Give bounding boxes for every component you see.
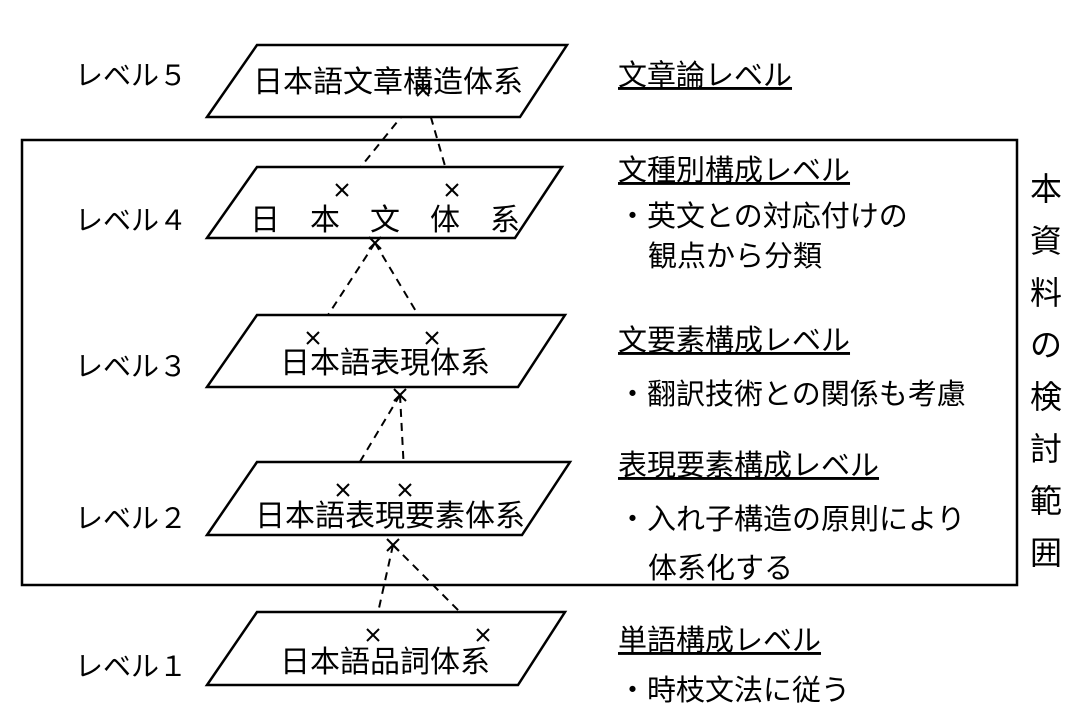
- level-5-heading: 文章論レベル: [618, 58, 792, 92]
- junction-x-mark: [425, 331, 439, 345]
- level-4-system: 日 本 文 体 系: [250, 203, 520, 238]
- level-3-heading: 文要素構成レベル: [618, 323, 850, 357]
- junction-x-mark: [306, 331, 320, 345]
- level-3-system: 日本語表現体系: [280, 346, 490, 381]
- junction-x-mark: [335, 183, 349, 197]
- level-5-system: 日本語文章構造体系: [253, 65, 523, 100]
- level-1-note-1: ・時枝文法に従う: [618, 673, 850, 707]
- connector-4-3b: [374, 242, 433, 339]
- scope-char: 検: [1030, 378, 1062, 416]
- level-2-note-2: 体系化する: [648, 551, 793, 585]
- level-2-system: 日本語表現要素体系: [255, 499, 525, 534]
- scope-char: の: [1030, 326, 1062, 364]
- connector-3-2b: [399, 394, 406, 491]
- level-5-label: レベル５: [75, 59, 187, 92]
- junction-x-mark: [416, 83, 430, 97]
- level-4-label: レベル４: [75, 204, 187, 237]
- level-1-heading: 単語構成レベル: [618, 623, 821, 657]
- scope-char: 討: [1030, 430, 1062, 468]
- level-5-shape: [204, 43, 570, 119]
- scope-label: 本 資 料 の 検 討 範 囲: [1030, 170, 1062, 572]
- scope-box: [20, 138, 1019, 587]
- junction-x-mark: [445, 183, 459, 197]
- level-1-label: レベル１: [75, 650, 187, 683]
- scope-char: 本: [1030, 170, 1062, 208]
- junction-x-mark: [476, 628, 490, 642]
- junction-x-mark: [398, 483, 412, 497]
- level-4-note-1: ・英文との対応付けの: [618, 199, 908, 233]
- scope-char: 資: [1030, 222, 1062, 260]
- level-3-label: レベル３: [75, 350, 187, 383]
- level-3-note-1: ・翻訳技術との関係も考慮: [618, 377, 966, 411]
- level-4-heading: 文種別構成レベル: [618, 153, 850, 187]
- level-2-shape: [204, 460, 573, 537]
- level-1-shape: [204, 610, 568, 687]
- level-1-system: 日本語品詞体系: [280, 645, 490, 680]
- junction-x-mark: [336, 483, 350, 497]
- scope-char: 範: [1030, 482, 1062, 520]
- level-2-note-1: ・入れ子構造の原則により: [618, 502, 965, 536]
- connector-2-1b: [392, 544, 484, 636]
- level-4-note-2: 観点から分類: [648, 239, 822, 273]
- connector-3-2a: [342, 394, 401, 491]
- junction-x-mark: [366, 628, 380, 642]
- junction-x-mark: [386, 538, 400, 552]
- level-2-heading: 表現要素構成レベル: [618, 448, 879, 482]
- connector-4-3a: [312, 242, 376, 339]
- level-2-label: レベル２: [75, 502, 187, 535]
- junction-x-mark: [368, 236, 382, 250]
- scope-char: 囲: [1030, 534, 1062, 572]
- junction-marks: [306, 83, 490, 642]
- level-3-shape: [204, 313, 568, 389]
- junction-x-mark: [393, 388, 407, 402]
- level-4-shape: [204, 165, 565, 240]
- scope-char: 料: [1030, 274, 1062, 312]
